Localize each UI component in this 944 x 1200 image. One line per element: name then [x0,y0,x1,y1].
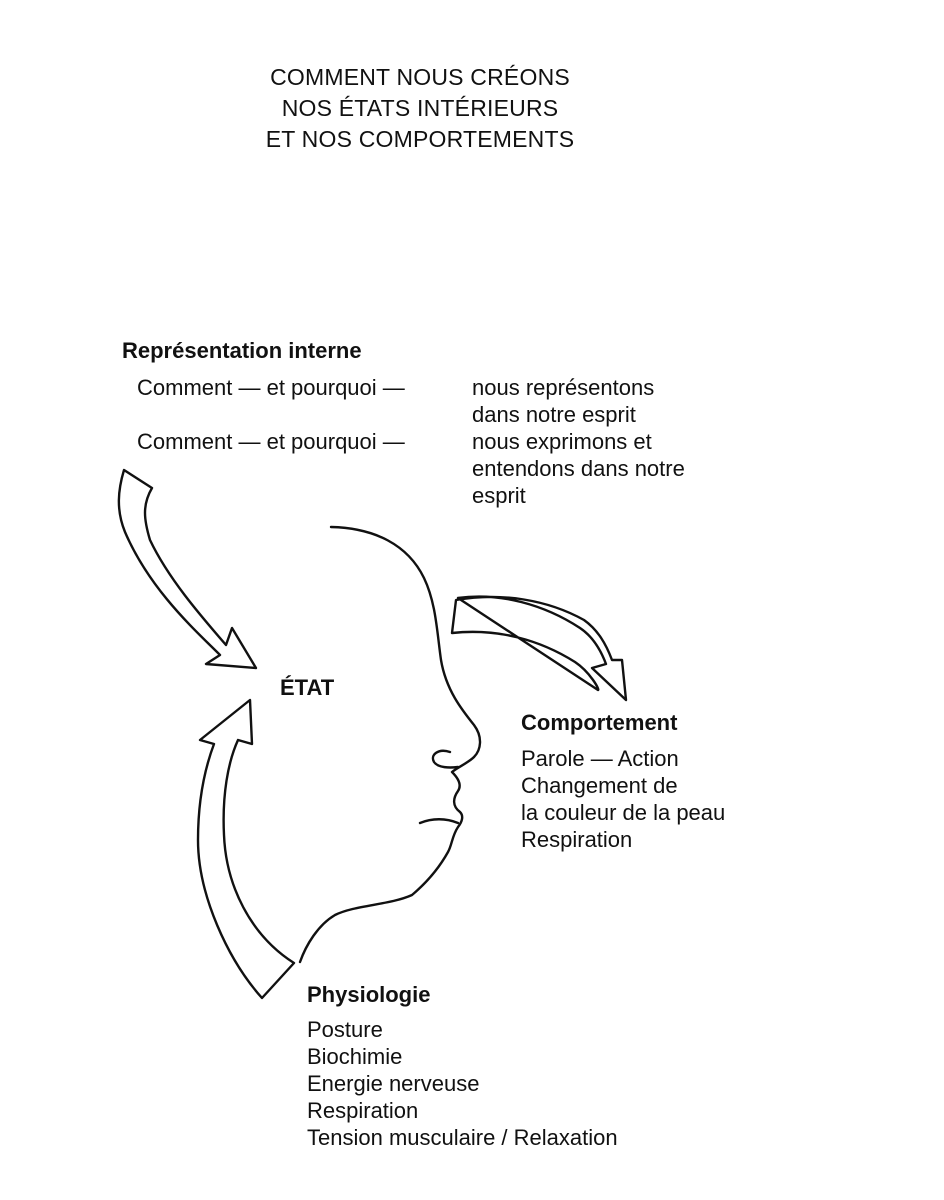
comportement-item: Respiration [521,827,633,852]
mouth-icon [418,818,460,825]
representation-line: nous exprimons et [472,429,652,454]
nostril-icon [431,749,460,769]
representation-line: nous représentons [472,375,655,400]
etat-label: ÉTAT [280,675,335,700]
comportement-list: Parole — Action Changement de la couleur… [521,745,725,853]
representation-row-continuation: nous exprimons et entendons dans notre e… [472,428,685,509]
head-profile-icon [298,525,482,964]
comportement-heading: Comportement [521,710,678,735]
representation-row-continuation: nous représentons dans notre esprit [472,374,654,428]
representation-line: dans notre esprit [472,402,636,427]
representation-row-lead: Comment — et pourquoi — [137,429,405,454]
comportement-item: la couleur de la peau [521,800,726,825]
representation-line: esprit [472,483,526,508]
diagram-title: COMMENT NOUS CRÉONS NOS ÉTATS INTÉRIEURS… [0,62,840,155]
representation-heading: Représentation interne [122,338,362,363]
physiologie-item: Energie nerveuse [307,1071,480,1096]
title-line: COMMENT NOUS CRÉONS [270,64,570,90]
physiologie-item: Posture [307,1017,383,1042]
comportement-item: Changement de [521,773,678,798]
physiologie-item: Biochimie [307,1044,403,1069]
arrow-representation-to-etat-icon [117,468,258,670]
representation-row-lead: Comment — et pourquoi — [137,375,405,400]
physiologie-heading: Physiologie [307,982,431,1007]
arrow-physiologie-to-etat-icon [196,698,296,1000]
representation-line: entendons dans notre [472,456,685,481]
physiologie-list: Posture Biochimie Energie nerveuse Respi… [307,1016,618,1151]
title-line: NOS ÉTATS INTÉRIEURS [281,95,559,121]
physiologie-item: Respiration [307,1098,419,1123]
title-line: ET NOS COMPORTEMENTS [265,126,575,152]
comportement-item: Parole — Action [521,746,679,771]
arrow-etat-to-comportement-icon [450,595,628,702]
physiologie-item: Tension musculaire / Relaxation [307,1125,618,1150]
